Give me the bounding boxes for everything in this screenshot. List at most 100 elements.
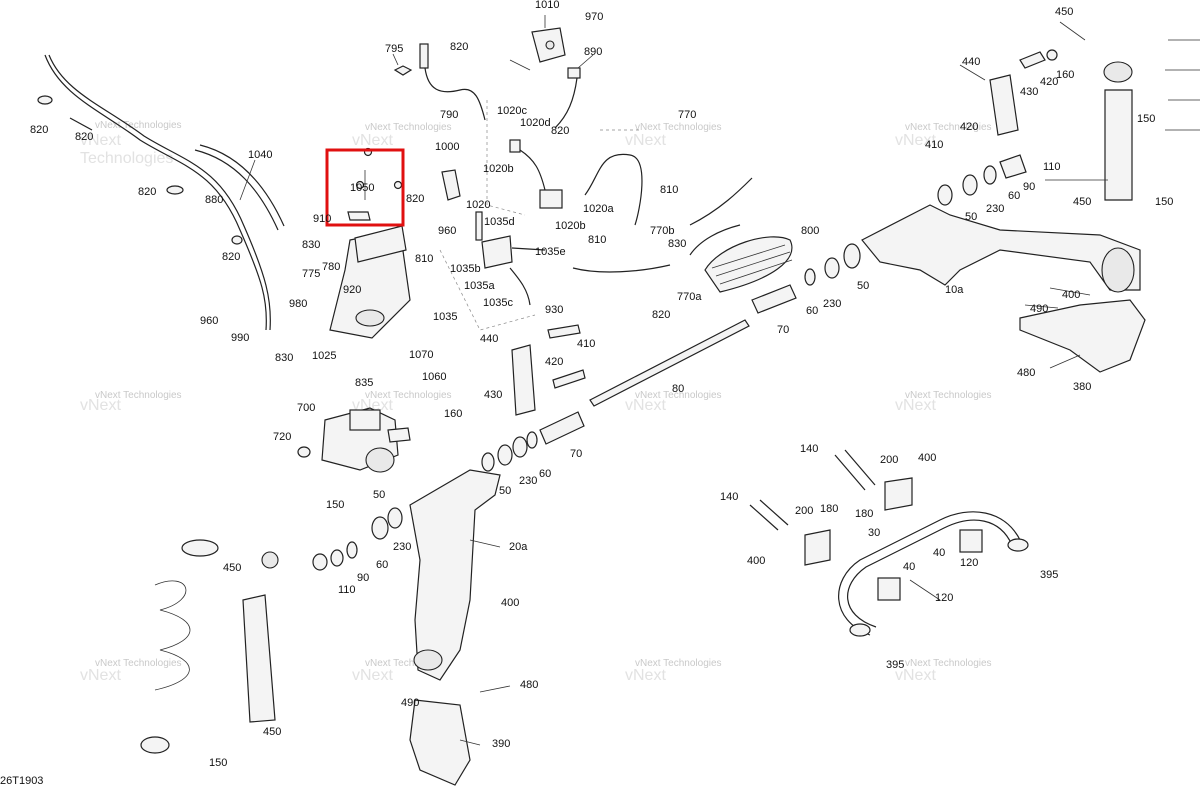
callout-820: 820 [222, 251, 240, 263]
callout-450: 450 [1055, 6, 1073, 18]
bracket-1000 [441, 169, 461, 201]
watermark: vNext [895, 667, 936, 684]
watermark: vNext Technologies [95, 390, 182, 401]
callout-1060: 1060 [422, 371, 446, 383]
callout-1035a: 1035a [464, 280, 495, 292]
callout-990: 990 [231, 332, 249, 344]
pressure-line [572, 153, 753, 273]
watermark: vNext Technologies [635, 658, 722, 669]
callout-770: 770 [678, 109, 696, 121]
callout-60: 60 [806, 305, 818, 317]
callout-835: 835 [355, 377, 373, 389]
watermark: vNext [895, 397, 936, 414]
watermark: vNext Technologies [95, 658, 182, 669]
guard-380 [1019, 299, 1146, 373]
watermark: vNext [625, 132, 666, 149]
callout-1020b: 1020b [555, 220, 586, 232]
watermark: vNext Technologies [635, 122, 722, 133]
watermark: vNext Technologies [905, 122, 992, 133]
watermark: vNext [895, 132, 936, 149]
watermarks: vNext Technologies vNext Technologies vN… [80, 120, 992, 684]
callout-50: 50 [373, 489, 385, 501]
sway-bar-bushings [804, 477, 983, 601]
callout-150: 150 [1137, 113, 1155, 125]
callout-1040: 1040 [248, 149, 272, 161]
shock-right [1103, 39, 1200, 201]
callout-50: 50 [857, 280, 869, 292]
callout-230: 230 [393, 541, 411, 553]
callout-40: 40 [933, 547, 945, 559]
callout-1035c: 1035c [483, 297, 513, 309]
hose-clips [37, 95, 243, 245]
callout-980: 980 [289, 298, 307, 310]
shock-left [140, 539, 279, 754]
callout-1020d: 1020d [520, 117, 551, 129]
callout-395: 395 [886, 659, 904, 671]
callout-400: 400 [918, 452, 936, 464]
watermark: vNext Technologies [95, 120, 182, 131]
watermark: vNext Technologies [365, 658, 452, 669]
watermark: vNext Technologies [905, 390, 992, 401]
swing-arm-10a [861, 204, 1141, 293]
watermark: vNext [352, 132, 393, 149]
callout-120: 120 [935, 592, 953, 604]
mounting-plate-920 [329, 225, 411, 339]
callout-60: 60 [376, 559, 388, 571]
callout-1070: 1070 [409, 349, 433, 361]
callout-1010: 1010 [535, 0, 559, 11]
callout-160: 160 [444, 408, 462, 420]
watermark: vNext [80, 667, 121, 684]
harness-890 [554, 67, 581, 129]
callout-480: 480 [520, 679, 538, 691]
callout-480: 480 [1017, 367, 1035, 379]
callout-910: 910 [313, 213, 331, 225]
callout-1025: 1025 [312, 350, 336, 362]
callout-150: 150 [326, 499, 344, 511]
callout-960: 960 [200, 315, 218, 327]
callout-400: 400 [1062, 289, 1080, 301]
callout-790: 790 [440, 109, 458, 121]
callout-180: 180 [855, 508, 873, 520]
callout-200: 200 [795, 505, 813, 517]
callout-770b: 770b [650, 225, 674, 237]
watermark: vNext [625, 397, 666, 414]
callout-820: 820 [450, 41, 468, 53]
callout-820: 820 [138, 186, 156, 198]
callout-1020: 1020 [466, 199, 490, 211]
callout-430: 430 [1020, 86, 1038, 98]
watermark: vNext [80, 132, 121, 149]
bushing-stack-left [312, 507, 403, 571]
bolts-140 [749, 449, 876, 531]
callout-810: 810 [660, 184, 678, 196]
callout-430: 430 [484, 389, 502, 401]
callout-795: 795 [385, 43, 403, 55]
callout-120: 120 [960, 557, 978, 569]
callout-140: 140 [800, 443, 818, 455]
callout-150: 150 [209, 757, 227, 769]
callout-810: 810 [588, 234, 606, 246]
callout-30: 30 [868, 527, 880, 539]
control-module-1010 [531, 27, 566, 63]
callout-200: 200 [880, 454, 898, 466]
callout-230: 230 [823, 298, 841, 310]
callout-770a: 770a [677, 291, 702, 303]
callout-70: 70 [777, 324, 789, 336]
callout-150: 150 [1155, 196, 1173, 208]
callout-810: 810 [415, 253, 433, 265]
callout-50: 50 [965, 211, 977, 223]
callout-880: 880 [205, 194, 223, 206]
callout-1035d: 1035d [484, 216, 515, 228]
axle-shaft-80 [589, 319, 750, 407]
guard-390 [409, 699, 471, 786]
watermark: vNext [625, 667, 666, 684]
callout-50: 50 [499, 485, 511, 497]
callout-450: 450 [223, 562, 241, 574]
callout-775: 775 [302, 268, 320, 280]
watermark: Technologies [80, 150, 173, 167]
callout-960: 960 [438, 225, 456, 237]
callout-1020a: 1020a [583, 203, 614, 215]
callout-490: 490 [401, 697, 419, 709]
callout-930: 930 [545, 304, 563, 316]
valve-block-1035 [475, 211, 546, 306]
